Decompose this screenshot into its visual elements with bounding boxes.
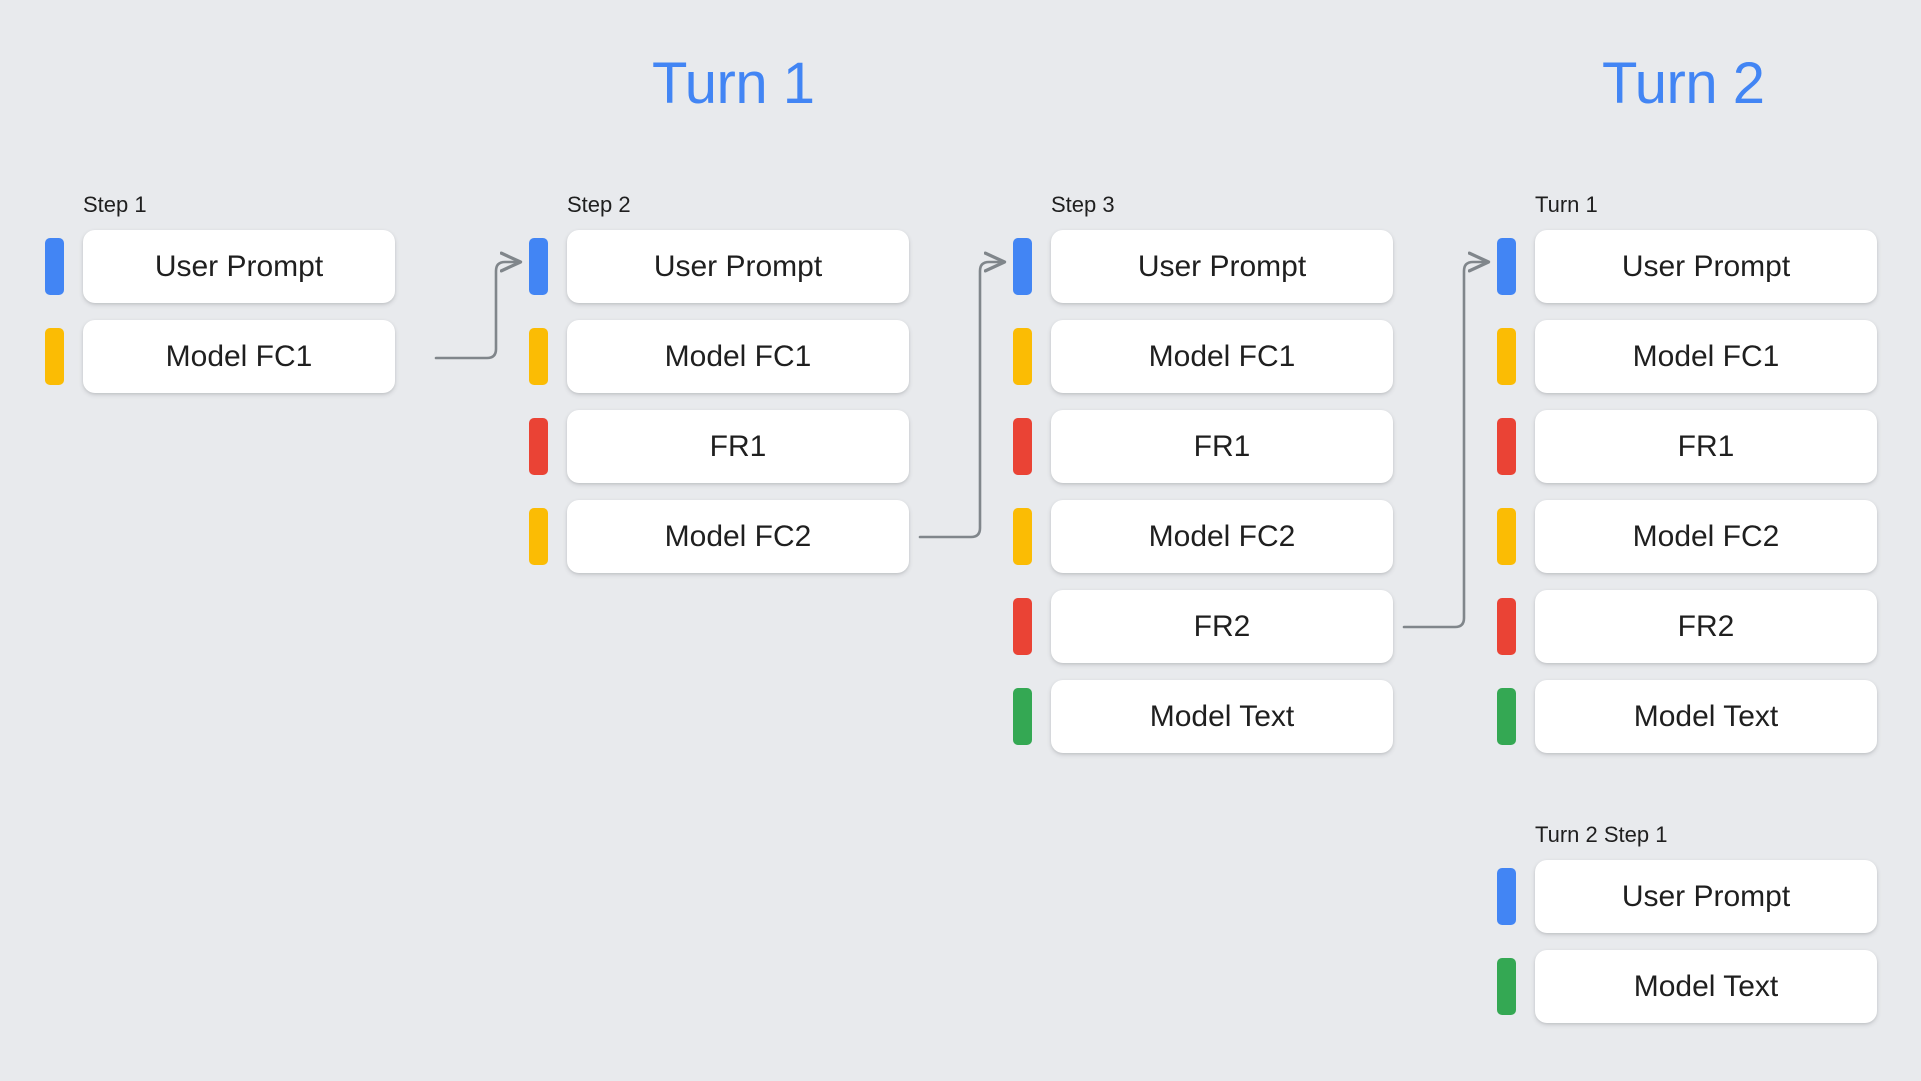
status-bar-blue xyxy=(1013,238,1032,295)
card-user-prompt[interactable]: User Prompt xyxy=(567,230,909,303)
card-label: Model FC2 xyxy=(1148,519,1296,553)
row-fr2[interactable]: FR2 xyxy=(1497,590,1877,663)
card-user-prompt[interactable]: User Prompt xyxy=(83,230,395,303)
status-bar-yellow xyxy=(45,328,64,385)
card-fr2[interactable]: FR2 xyxy=(1051,590,1393,663)
status-bar-red xyxy=(1013,418,1032,475)
connector-step3-to-turn2 xyxy=(1402,262,1487,629)
card-label: Model FC2 xyxy=(664,519,812,553)
status-bar-red xyxy=(1497,418,1516,475)
status-bar-green xyxy=(1497,958,1516,1015)
card-label: Model FC1 xyxy=(1632,339,1780,373)
card-label: User Prompt xyxy=(653,249,823,283)
card-label: Model FC1 xyxy=(1148,339,1296,373)
status-bar-yellow xyxy=(1013,328,1032,385)
row-model-fc1[interactable]: Model FC1 xyxy=(1497,320,1877,393)
row-fr1[interactable]: FR1 xyxy=(1497,410,1877,483)
status-bar-yellow xyxy=(1497,328,1516,385)
column-label-turn2-turn1: Turn 1 xyxy=(1535,192,1598,217)
card-fr2[interactable]: FR2 xyxy=(1535,590,1877,663)
card-model-fc1[interactable]: Model FC1 xyxy=(1051,320,1393,393)
card-label: User Prompt xyxy=(1137,249,1307,283)
card-label: Model Text xyxy=(1633,699,1779,733)
card-model-fc1[interactable]: Model FC1 xyxy=(567,320,909,393)
card-label: User Prompt xyxy=(1621,249,1791,283)
card-model-text[interactable]: Model Text xyxy=(1051,680,1393,753)
row-user-prompt[interactable]: User Prompt xyxy=(1497,860,1877,933)
card-label: Model FC1 xyxy=(664,339,812,373)
card-model-fc2[interactable]: Model FC2 xyxy=(1535,500,1877,573)
column-label-turn2-step1: Turn 2 Step 1 xyxy=(1535,822,1668,847)
column-label-step-2: Step 2 xyxy=(567,192,631,217)
card-user-prompt[interactable]: User Prompt xyxy=(1535,230,1877,303)
card-label: User Prompt xyxy=(154,249,324,283)
row-fr1[interactable]: FR1 xyxy=(1013,410,1393,483)
status-bar-yellow xyxy=(1497,508,1516,565)
card-label: Model Text xyxy=(1149,699,1295,733)
status-bar-green xyxy=(1497,688,1516,745)
card-fr1[interactable]: FR1 xyxy=(567,410,909,483)
row-fr2[interactable]: FR2 xyxy=(1013,590,1393,663)
status-bar-yellow xyxy=(529,508,548,565)
row-model-fc1[interactable]: Model FC1 xyxy=(1013,320,1393,393)
card-model-fc1[interactable]: Model FC1 xyxy=(83,320,395,393)
row-user-prompt[interactable]: User Prompt xyxy=(529,230,909,303)
card-label: FR1 xyxy=(1193,429,1251,463)
card-fr1[interactable]: FR1 xyxy=(1051,410,1393,483)
row-model-fc2[interactable]: Model FC2 xyxy=(1497,500,1877,573)
column-label-step-3: Step 3 xyxy=(1051,192,1115,217)
card-label: FR1 xyxy=(1677,429,1735,463)
card-label: FR2 xyxy=(1193,609,1251,643)
status-bar-green xyxy=(1013,688,1032,745)
card-label: Model Text xyxy=(1633,969,1779,1003)
card-label: FR2 xyxy=(1677,609,1735,643)
status-bar-yellow xyxy=(529,328,548,385)
status-bar-blue xyxy=(45,238,64,295)
connector-step1-to-step2 xyxy=(434,262,519,360)
card-model-fc2[interactable]: Model FC2 xyxy=(567,500,909,573)
status-bar-red xyxy=(1497,598,1516,655)
status-bar-blue xyxy=(1497,238,1516,295)
connector-step2-to-step3 xyxy=(918,262,1003,539)
status-bar-red xyxy=(1013,598,1032,655)
card-model-text[interactable]: Model Text xyxy=(1535,680,1877,753)
row-model-fc2[interactable]: Model FC2 xyxy=(1013,500,1393,573)
row-model-text[interactable]: Model Text xyxy=(1497,680,1877,753)
row-user-prompt[interactable]: User Prompt xyxy=(1497,230,1877,303)
column-label-step-1: Step 1 xyxy=(83,192,147,217)
row-model-fc1[interactable]: Model FC1 xyxy=(45,320,395,393)
card-model-fc2[interactable]: Model FC2 xyxy=(1051,500,1393,573)
row-model-text[interactable]: Model Text xyxy=(1013,680,1393,753)
row-user-prompt[interactable]: User Prompt xyxy=(45,230,395,303)
status-bar-red xyxy=(529,418,548,475)
card-label: Model FC1 xyxy=(165,339,313,373)
status-bar-yellow xyxy=(1013,508,1032,565)
status-bar-blue xyxy=(529,238,548,295)
row-model-fc1[interactable]: Model FC1 xyxy=(529,320,909,393)
card-label: User Prompt xyxy=(1621,879,1791,913)
card-user-prompt[interactable]: User Prompt xyxy=(1535,860,1877,933)
status-bar-blue xyxy=(1497,868,1516,925)
row-model-text[interactable]: Model Text xyxy=(1497,950,1877,1023)
turn-2-heading: Turn 2 xyxy=(1602,51,1765,116)
row-model-fc2[interactable]: Model FC2 xyxy=(529,500,909,573)
row-fr1[interactable]: FR1 xyxy=(529,410,909,483)
row-user-prompt[interactable]: User Prompt xyxy=(1013,230,1393,303)
card-label: Model FC2 xyxy=(1632,519,1780,553)
card-label: FR1 xyxy=(709,429,767,463)
card-fr1[interactable]: FR1 xyxy=(1535,410,1877,483)
turn-1-heading: Turn 1 xyxy=(652,51,815,116)
card-model-text[interactable]: Model Text xyxy=(1535,950,1877,1023)
card-model-fc1[interactable]: Model FC1 xyxy=(1535,320,1877,393)
card-user-prompt[interactable]: User Prompt xyxy=(1051,230,1393,303)
